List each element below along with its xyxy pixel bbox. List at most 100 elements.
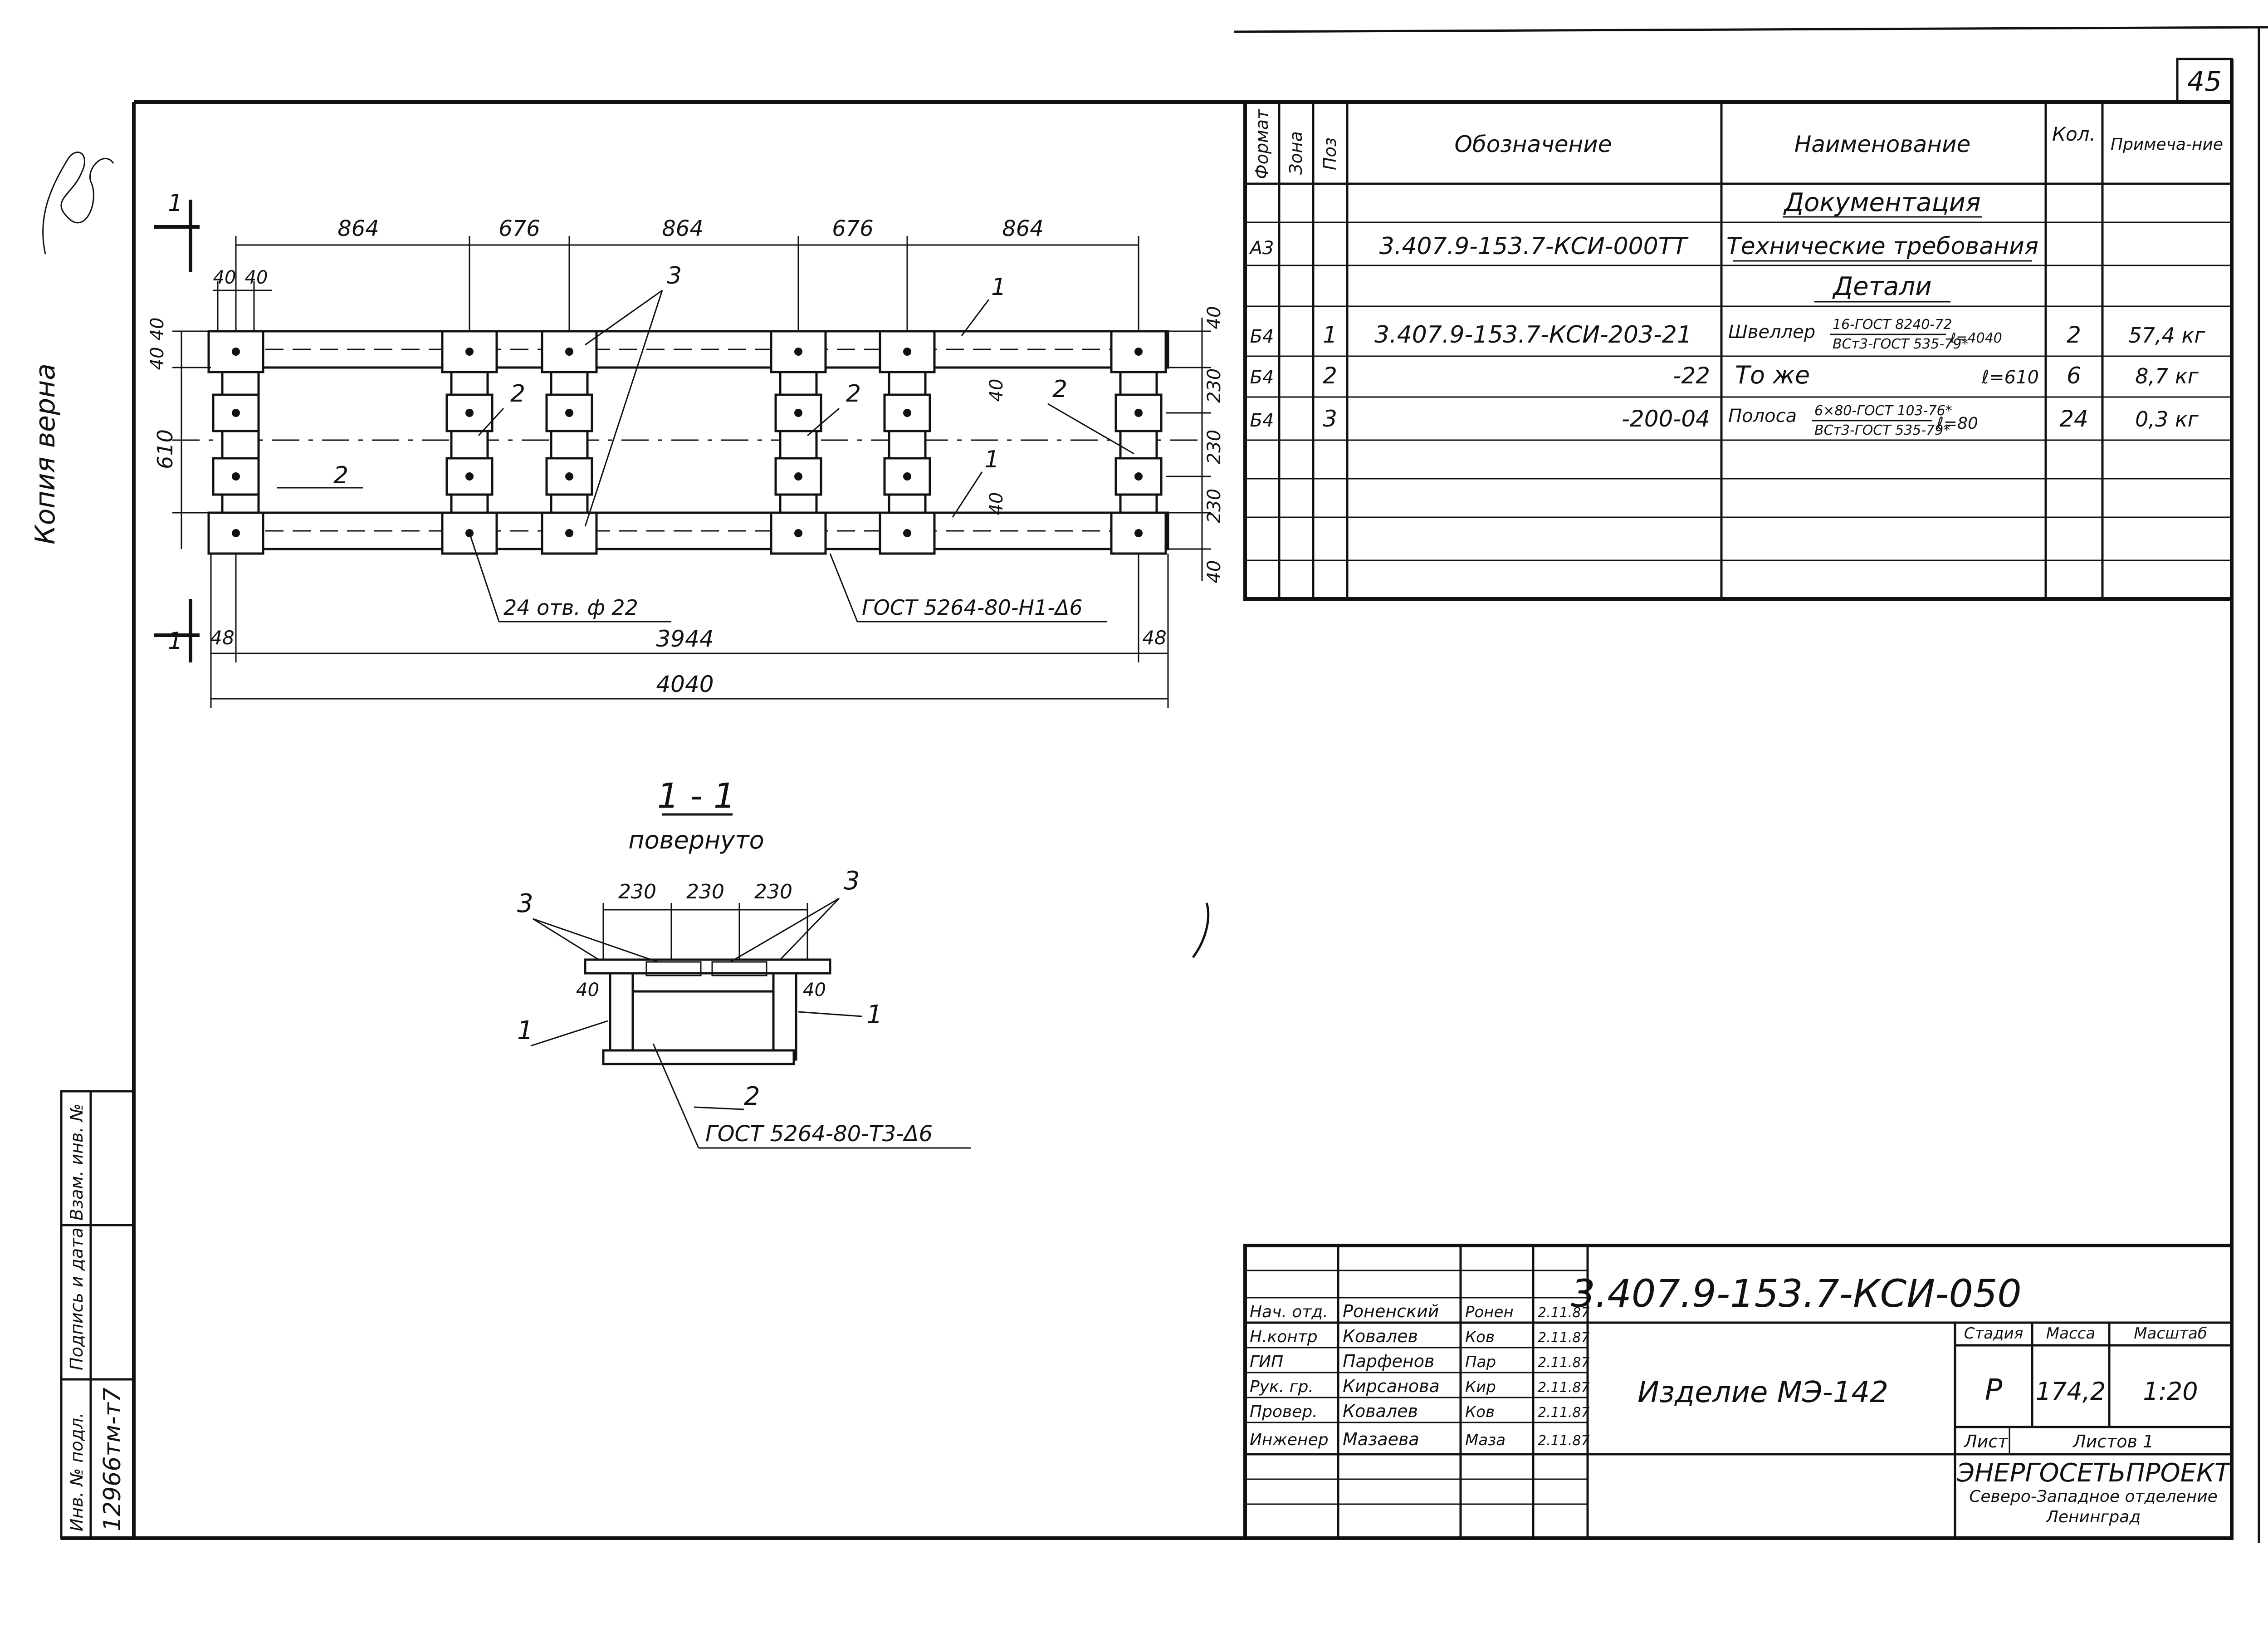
weld-note: ГОСТ 5264-80-Н1-Δ6 (862, 595, 1083, 620)
tb-mass-label: Масса (2046, 1324, 2095, 1343)
sec-dim-230-c: 230 (754, 880, 792, 903)
callout-2-d: 2 (333, 462, 348, 489)
row4-note: 0,3 кг (2135, 407, 2199, 432)
sec-dim-40-right: 40 (803, 980, 826, 1000)
sheet-number: 45 (2187, 66, 2222, 98)
tb-date-4: 2.11.87 (1538, 1380, 1590, 1396)
tb-date-2: 2.11.87 (1538, 1330, 1590, 1346)
row2-note: 57,4 кг (2129, 323, 2206, 348)
row4-qty: 24 (2059, 406, 2088, 432)
dim-left-610: 610 (153, 429, 177, 469)
tb-product: Изделие МЭ-142 (1637, 1376, 1888, 1409)
row3-format: Б4 (1250, 367, 1274, 388)
callout-3: 3 (667, 262, 682, 289)
tb-org-sub2: Ленинград (2045, 1508, 2141, 1526)
row2-qty: 2 (2067, 322, 2081, 348)
sec-callout-3-left: 3 (517, 889, 533, 918)
tb-role-5: Провер. (1250, 1403, 1318, 1421)
row2-name-top: 16-ГОСТ 8240-72 (1833, 317, 1952, 333)
hdr-format: Формат (1252, 108, 1272, 179)
tb-role-4: Рук. гр. (1250, 1378, 1314, 1396)
row2-designation: 3.407.9-153.7-КСИ-203-21 (1374, 321, 1692, 348)
tb-name-3: Парфенов (1343, 1351, 1434, 1371)
bottom-dimensions: 48 3944 48 4040 (210, 554, 1169, 708)
section-subtitle: повернуто (628, 826, 764, 854)
tb-sheets-label: Листов 1 (2072, 1432, 2154, 1452)
inventory-number: 12966тм-т7 (99, 1388, 126, 1531)
row2-format: Б4 (1250, 326, 1274, 347)
tb-sign-4: Кир (1465, 1378, 1496, 1396)
tb-sheet-label: Лист (1963, 1432, 2009, 1452)
tb-org-sub1: Северо-Западное отделение (1969, 1487, 2218, 1506)
callout-2-b: 2 (846, 380, 861, 407)
callout-1-top: 1 (991, 274, 1006, 301)
hdr-qty: Кол. (2052, 123, 2096, 145)
section-mark-bottom: 1 (168, 628, 183, 655)
row4-name-bottom: ВСт3-ГОСТ 535-79* (1814, 422, 1950, 438)
plan-view: 864 676 864 676 864 40 40 40 40 610 (147, 190, 1225, 708)
dim-4040: 4040 (656, 671, 714, 697)
tb-org: ЭНЕРГОСЕТЬПРОЕКТ (1956, 1458, 2232, 1488)
left-margin: Копия верна Инв. № подл. Подпись и дата … (29, 152, 135, 1540)
tb-name-1: Роненский (1343, 1301, 1439, 1321)
tb-date-5: 2.11.87 (1538, 1405, 1590, 1421)
callout-1-bottom: 1 (984, 446, 999, 473)
sec-dim-40-left: 40 (576, 980, 599, 1000)
section-markers: 1 1 (154, 190, 200, 662)
dim-left-40-a: 40 (147, 347, 168, 370)
section-title: 1 - 1 (657, 775, 735, 816)
tb-name-2: Ковалев (1343, 1326, 1418, 1346)
hdr-name: Наименование (1794, 131, 1971, 157)
holes-note: 24 отв. ф 22 (503, 595, 638, 620)
dim-left-40-b: 40 (147, 318, 168, 341)
dim-inner-40-b: 40 (986, 492, 1007, 515)
dim-right-230-c: 230 (1204, 489, 1225, 523)
sec-weld-note: ГОСТ 5264-80-Т3-Δ6 (705, 1121, 933, 1147)
sec-callout-1-left: 1 (517, 1016, 533, 1045)
tb-role-1: Нач. отд. (1250, 1303, 1328, 1321)
section-mark-top: 1 (168, 190, 183, 217)
dim-676-a: 676 (499, 216, 540, 241)
tb-date-6: 2.11.87 (1538, 1433, 1590, 1449)
copy-stamp: Копия верна (29, 363, 61, 544)
hdr-note: Примеча-ние (2111, 135, 2223, 154)
margin-label-inv: Инв. № подл. (67, 1412, 87, 1531)
plan-callouts: 3 1 1 2 2 2 2 (277, 262, 1134, 527)
tb-stage: Р (1985, 1373, 2003, 1407)
dim-3944: 3944 (656, 626, 714, 652)
dim-right-40-b: 40 (1204, 560, 1225, 584)
dim-864-c: 864 (1002, 216, 1044, 241)
section-details: Детали (1832, 272, 1931, 301)
section-docs: Документация (1783, 188, 1980, 217)
margin-signature (42, 152, 114, 255)
row4-name: Полоса (1728, 406, 1797, 427)
row4-format: Б4 (1250, 410, 1274, 431)
hdr-pos: Поз (1320, 137, 1340, 170)
plan-notes: 24 отв. ф 22 ГОСТ 5264-80-Н1-Δ6 (469, 533, 1107, 623)
dim-right-40-a: 40 (1204, 306, 1225, 329)
top-dimensions: 864 676 864 676 864 40 40 (213, 216, 1139, 331)
scan-mark (1192, 902, 1210, 958)
dim-inner-40-a: 40 (986, 379, 1007, 402)
title-block: 3.407.9-153.7-КСИ-050 Изделие МЭ-142 Ста… (1243, 1244, 2234, 1540)
dim-48-right: 48 (1142, 627, 1166, 649)
dim-864-a: 864 (337, 216, 379, 241)
tb-name-5: Ковалев (1343, 1401, 1418, 1421)
row3-qty: 6 (2067, 363, 2081, 389)
tb-role-3: ГИП (1250, 1353, 1283, 1371)
margin-label-swap: Взам. инв. № (67, 1103, 87, 1221)
callout-2-c: 2 (1052, 376, 1067, 403)
tb-sign-5: Ков (1465, 1403, 1495, 1421)
tb-mass: 174,2 (2036, 1377, 2106, 1406)
tb-role-6: Инженер (1250, 1431, 1329, 1449)
tb-sign-2: Ков (1465, 1328, 1495, 1346)
row4-name-len: ℓ=80 (1936, 414, 1978, 433)
row1-format: А3 (1249, 238, 1274, 259)
hdr-zone: Зона (1286, 131, 1306, 175)
left-dimensions: 40 40 610 (147, 318, 211, 549)
row4-pos: 3 (1323, 406, 1337, 432)
sec-callout-1-right: 1 (866, 1000, 883, 1030)
sec-dim-230-a: 230 (618, 880, 656, 903)
tb-stage-label: Стадия (1964, 1324, 2023, 1343)
